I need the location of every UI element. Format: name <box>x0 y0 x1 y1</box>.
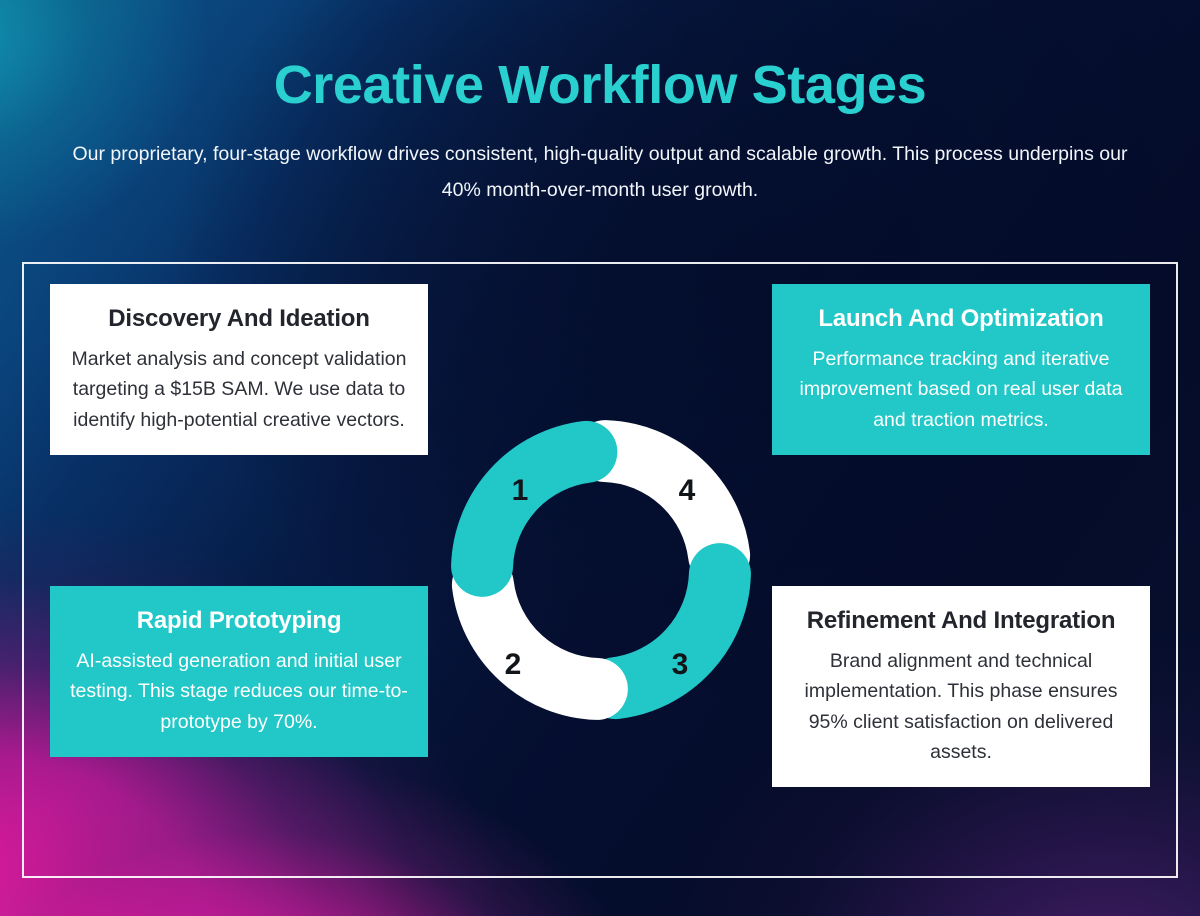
stage-card-description: Brand alignment and technical implementa… <box>804 650 1118 763</box>
donut-svg <box>451 420 751 720</box>
workflow-donut-chart: 1 2 3 4 <box>451 420 751 720</box>
donut-segment-4 <box>451 420 751 720</box>
donut-label-1: 1 <box>511 474 529 507</box>
stage-card-description: Performance tracking and iterative impro… <box>799 348 1123 431</box>
stage-card-discovery: Discovery And Ideation Market analysis a… <box>50 284 428 455</box>
stage-card-title: Rapid Prototyping <box>136 607 342 634</box>
stage-card-launch: Launch And Optimization Performance trac… <box>772 284 1150 455</box>
stage-card-title: Discovery And Ideation <box>108 305 370 332</box>
donut-label-3: 3 <box>671 648 689 681</box>
donut-label-2: 2 <box>504 648 522 681</box>
content-frame: Discovery And Ideation Market analysis a… <box>22 262 1178 878</box>
page-subtitle: Our proprietary, four-stage workflow dri… <box>72 143 1128 202</box>
stage-card-prototyping: Rapid Prototyping AI-assisted generation… <box>50 586 428 757</box>
stage-card-title: Launch And Optimization <box>818 305 1104 332</box>
stage-card-description: Market analysis and concept validation t… <box>71 348 407 431</box>
donut-label-4: 4 <box>678 474 696 507</box>
stage-card-description: AI-assisted generation and initial user … <box>70 650 408 733</box>
page-title: Creative Workflow Stages <box>273 55 927 115</box>
slide-header: Creative Workflow Stages Our proprietary… <box>0 0 1200 208</box>
stage-card-title: Refinement And Integration <box>806 607 1116 634</box>
stage-card-refinement: Refinement And Integration Brand alignme… <box>772 586 1150 787</box>
